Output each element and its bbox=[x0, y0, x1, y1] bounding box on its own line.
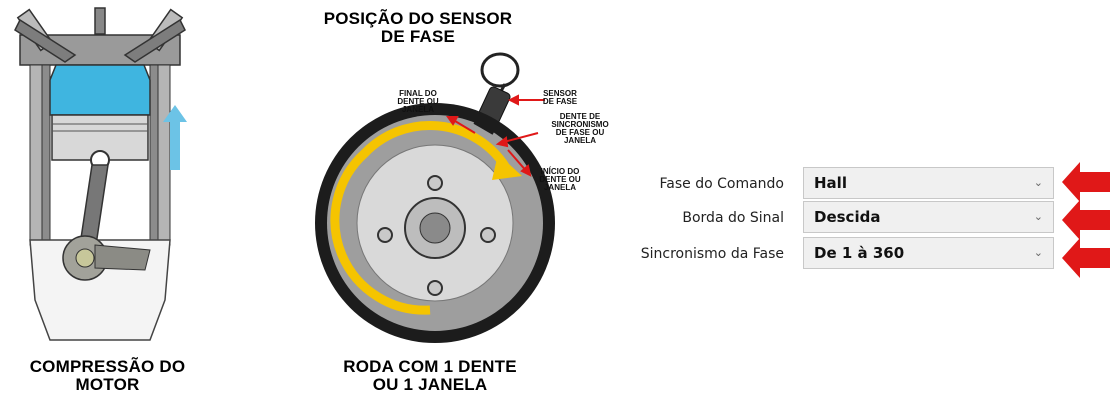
red-pointer-arrow-icon bbox=[1062, 162, 1110, 278]
camshaft-phase-value: Hall bbox=[814, 174, 847, 192]
phase-sync-value: De 1 à 360 bbox=[814, 244, 905, 262]
chevron-down-icon: ⌄ bbox=[1033, 176, 1043, 189]
engine-illustration bbox=[14, 7, 187, 341]
label-end-of-tooth: FINAL DO DENTE OU JANELA bbox=[397, 89, 439, 114]
form-row-phase-sync: Sincronismo da Fase De 1 à 360 ⌄ bbox=[640, 237, 1060, 271]
label-start-of-tooth: INÍCIO DO DENTE OU JANELA bbox=[539, 167, 581, 192]
phase-sync-label: Sincronismo da Fase bbox=[640, 246, 784, 262]
sensor-position-title: POSIÇÃO DO SENSOR DE FASE bbox=[323, 9, 513, 46]
camshaft-phase-label: Fase do Comando bbox=[659, 176, 785, 192]
camshaft-phase-select[interactable]: Hall ⌄ bbox=[803, 167, 1054, 199]
form-row-camshaft-phase: Fase do Comando Hall ⌄ bbox=[640, 167, 1060, 201]
chevron-down-icon: ⌄ bbox=[1033, 246, 1043, 259]
chevron-down-icon: ⌄ bbox=[1033, 210, 1043, 223]
phase-sync-select[interactable]: De 1 à 360 ⌄ bbox=[803, 237, 1054, 269]
wheel-caption: RODA COM 1 DENTE OU 1 JANELA bbox=[343, 357, 517, 394]
signal-edge-label: Borda do Sinal bbox=[682, 210, 784, 226]
signal-edge-value: Descida bbox=[814, 208, 881, 226]
signal-edge-select[interactable]: Descida ⌄ bbox=[803, 201, 1054, 233]
trigger-wheel-illustration bbox=[315, 52, 555, 343]
form-row-signal-edge: Borda do Sinal Descida ⌄ bbox=[640, 201, 1060, 235]
label-sync-tooth: DENTE DE SINCRONISMO DE FASE OU JANELA bbox=[551, 112, 609, 145]
engine-caption: COMPRESSÃO DO MOTOR bbox=[29, 357, 186, 394]
label-phase-sensor: SENSOR DE FASE bbox=[542, 89, 578, 106]
